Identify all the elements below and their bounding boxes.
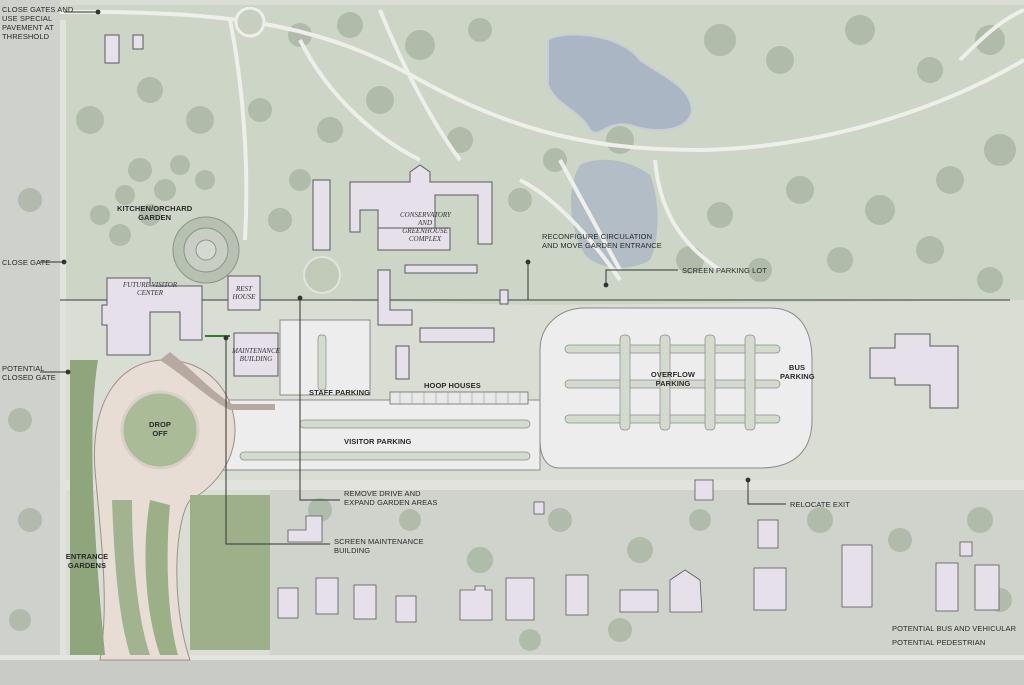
- label-potential-pedestrian: POTENTIAL PEDESTRIAN: [892, 638, 986, 647]
- pond-south: [570, 159, 658, 268]
- west-drive: [60, 20, 66, 660]
- lawn-circle: [303, 256, 341, 294]
- south-street: [0, 660, 1024, 685]
- label-rest-house: REST HOUSE: [232, 285, 256, 301]
- park-lawn: [60, 5, 1024, 305]
- label-future-visitor-center: FUTURE VISITOR CENTER: [122, 281, 178, 297]
- callout-dots: [61, 9, 751, 483]
- campus-buildings: [101, 34, 279, 377]
- residential-area: [270, 480, 1024, 660]
- entrance-garden-east: [190, 495, 270, 650]
- label-screen-parking-lot: SCREEN PARKING LOT: [682, 266, 768, 275]
- label-staff-parking: STAFF PARKING: [309, 388, 371, 397]
- median-garden: [145, 500, 178, 655]
- entrance-garden-middle: [112, 500, 150, 655]
- label-relocate-exit: RELOCATE EXIT: [790, 500, 850, 509]
- walkway: [160, 352, 275, 410]
- parking-islands: [239, 334, 781, 461]
- label-drop-off: DROP OFF: [148, 420, 172, 438]
- roundabout-north: [234, 6, 266, 38]
- west-edge-area: [0, 0, 60, 685]
- conservatory-buildings: [312, 164, 509, 380]
- label-close-gate: CLOSE GATE: [2, 258, 51, 267]
- label-bus-parking: BUS PARKING: [780, 363, 815, 381]
- label-kitchen-garden: KITCHEN/ORCHARD GARDEN: [117, 204, 193, 222]
- houses: [277, 479, 1000, 623]
- label-potential-closed-gate: POTENTIAL CLOSED GATE: [2, 364, 56, 382]
- residential-drive: [60, 480, 1024, 490]
- label-hoop-houses: HOOP HOUSES: [424, 381, 481, 390]
- label-maintenance-building: MAINTENANCE BUILDING: [232, 347, 280, 363]
- callout-lines: [40, 11, 786, 545]
- label-screen-maintenance: SCREEN MAINTENANCE BUILDING: [334, 537, 424, 555]
- east-building: [869, 333, 959, 409]
- entrance-garden-west: [70, 360, 105, 655]
- label-conservatory: CONSERVATORY AND GREENHOUSE COMPLEX: [400, 211, 451, 243]
- park-roads: [59, 8, 1024, 282]
- south-sidewalk: [0, 655, 1024, 660]
- label-entrance-gardens: ENTRANCE GARDENS: [65, 552, 109, 570]
- label-potential-bus-vehicular: POTENTIAL BUS AND VEHICULAR: [892, 624, 1017, 633]
- label-visitor-parking: VISITOR PARKING: [344, 437, 412, 446]
- hoop-house-ribs: [399, 392, 521, 404]
- label-close-gates: CLOSE GATES AND USE SPECIAL PAVEMENT AT …: [2, 5, 74, 41]
- hoop-houses: [389, 391, 529, 405]
- label-remove-drive: REMOVE DRIVE AND EXPAND GARDEN AREAS: [344, 489, 438, 507]
- label-reconfigure-circulation: RECONFIGURE CIRCULATION AND MOVE GARDEN …: [542, 232, 662, 250]
- drop-off-island: [120, 390, 200, 470]
- label-overflow-parking: OVERFLOW PARKING: [650, 370, 696, 388]
- pond: [547, 33, 694, 134]
